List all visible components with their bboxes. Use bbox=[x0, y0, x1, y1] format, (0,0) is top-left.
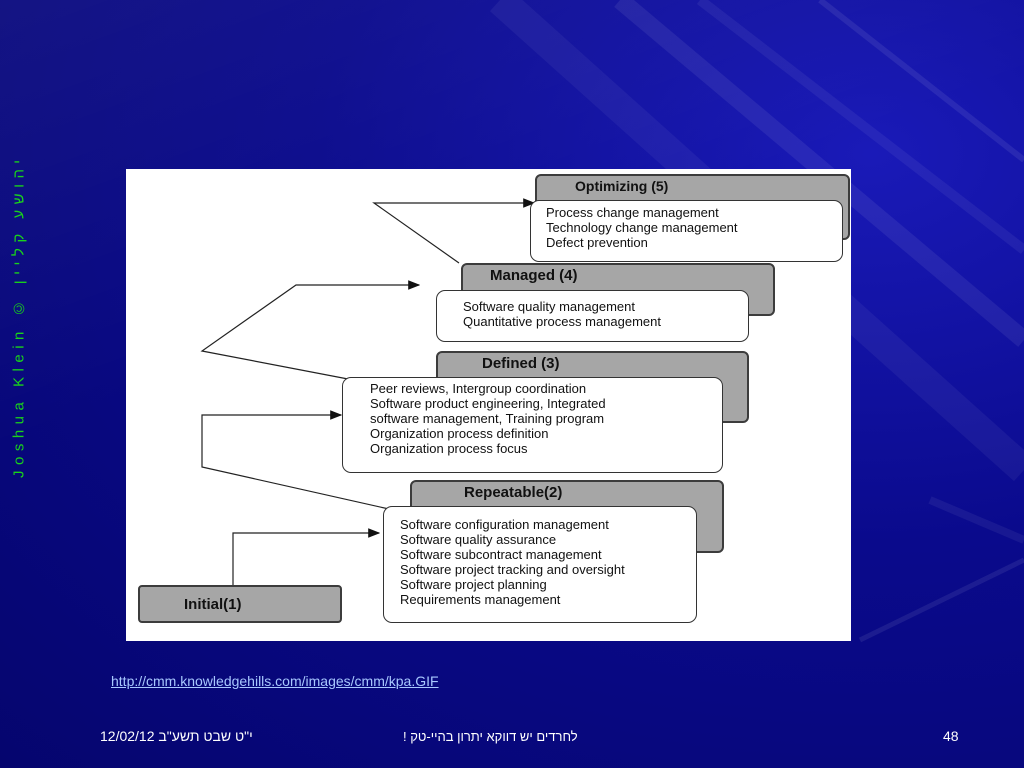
arrow-repeatable-to-defined bbox=[201, 410, 390, 510]
arrow-initial-to-repeatable bbox=[232, 528, 381, 585]
connector-arrows bbox=[200, 198, 536, 585]
kpa-item: Organization process definition bbox=[370, 426, 549, 441]
kpa-item: Peer reviews, Intergroup coordination bbox=[370, 381, 587, 396]
page-number: 48 bbox=[943, 728, 959, 744]
kpa-item: Process change management bbox=[546, 205, 719, 220]
level-managed-label: Managed (4) bbox=[490, 267, 578, 284]
kpa-item: Quantitative process management bbox=[463, 314, 661, 329]
kpa-item: Software subcontract management bbox=[400, 547, 602, 562]
footer-date: י"ט שבט תשע"ב 12/02/12 bbox=[100, 728, 253, 744]
level-optimizing-label: Optimizing (5) bbox=[575, 178, 669, 194]
kpa-item: Software product engineering, Integrated bbox=[370, 396, 606, 411]
source-link[interactable]: http://cmm.knowledgehills.com/images/cmm… bbox=[111, 673, 439, 689]
kpa-box-repeatable: Software configuration management Softwa… bbox=[383, 506, 697, 623]
arrow-defined-to-managed bbox=[200, 280, 421, 380]
level-defined-label: Defined (3) bbox=[482, 355, 560, 372]
kpa-item: Software quality assurance bbox=[400, 532, 557, 547]
kpa-item: Software project planning bbox=[400, 577, 547, 592]
kpa-item: Technology change management bbox=[546, 220, 738, 235]
cmm-kpa-diagram: Optimizing (5) Process change management… bbox=[126, 169, 851, 641]
kpa-item: Software project tracking and oversight bbox=[400, 562, 625, 577]
footer-title: לחרדים יש דווקא יתרון בהיי-טק ! bbox=[403, 729, 578, 744]
kpa-item: Software configuration management bbox=[400, 517, 609, 532]
level-initial-label: Initial(1) bbox=[184, 595, 242, 613]
kpa-box-optimizing: Process change management Technology cha… bbox=[530, 200, 843, 262]
side-credit-text: Joshua Klein © יהושע קליין bbox=[10, 154, 28, 478]
kpa-box-defined: Peer reviews, Intergroup coordination So… bbox=[342, 377, 723, 473]
kpa-item: Organization process focus bbox=[370, 441, 528, 456]
arrow-managed-to-optimizing bbox=[372, 198, 536, 264]
kpa-item: software management, Training program bbox=[370, 411, 605, 426]
kpa-item: Software quality management bbox=[463, 299, 635, 314]
level-repeatable-label: Repeatable(2) bbox=[464, 484, 563, 501]
kpa-item: Requirements management bbox=[400, 592, 561, 607]
kpa-item: Defect prevention bbox=[546, 235, 648, 250]
level-initial: Initial(1) bbox=[138, 585, 342, 623]
kpa-box-managed: Software quality management Quantitative… bbox=[436, 290, 749, 342]
